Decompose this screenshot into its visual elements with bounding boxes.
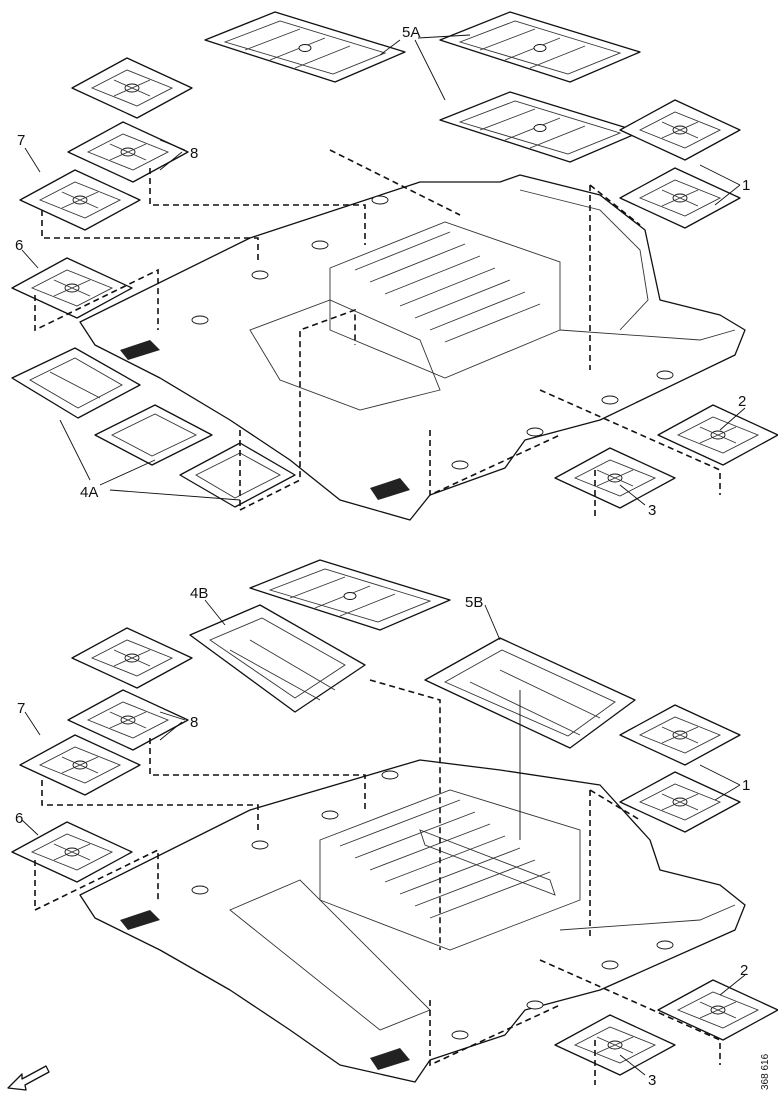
callout-2-bottom: 2 xyxy=(740,962,748,979)
insulation-panel-5a-right-upper xyxy=(439,11,641,83)
callout-1-bottom: 1 xyxy=(742,777,750,794)
callout-3-bottom: 3 xyxy=(648,1072,656,1089)
callout-3-top: 3 xyxy=(648,502,656,519)
insulation-panel-4b xyxy=(189,604,366,713)
callout-8-bottom: 8 xyxy=(190,714,198,731)
insulation-pad-2 xyxy=(657,404,778,466)
insulation-pad-8-upper-bottom xyxy=(71,627,193,689)
bottom-exploded-view: 4B 5B 7 8 1 6 2 3 xyxy=(11,559,778,1089)
callout-4a-top: 4A xyxy=(80,484,98,501)
insulation-pad-8-lower xyxy=(67,121,189,183)
insulation-panel-5b-right xyxy=(424,637,636,749)
insulation-pad-3-bottom xyxy=(554,1014,676,1076)
insulation-panels-4a xyxy=(11,347,296,508)
reference-code: 368 616 xyxy=(760,1053,771,1090)
callout-7-top: 7 xyxy=(17,132,25,149)
top-exploded-view: 5A 8 7 1 6 2 4A 3 xyxy=(11,11,778,521)
insulation-pad-1-lower-bottom xyxy=(619,771,741,833)
insulation-panel-5a-right-lower xyxy=(439,91,641,163)
insulation-pad-1-lower xyxy=(619,167,741,229)
insulation-pad-1-upper-bottom xyxy=(619,704,741,766)
callout-8-top: 8 xyxy=(190,145,198,162)
callout-7-bottom: 7 xyxy=(17,700,25,717)
insulation-pad-6-bottom xyxy=(11,821,133,883)
callout-5b-bottom: 5B xyxy=(465,594,483,611)
insulation-pad-7 xyxy=(19,169,141,231)
callout-5a-top: 5A xyxy=(402,24,420,41)
insulation-panel-5a-left xyxy=(204,11,406,83)
front-arrow-icon xyxy=(7,1065,50,1091)
insulation-pad-3 xyxy=(554,447,676,509)
insulation-pad-8-upper xyxy=(71,57,193,119)
leader-lines-top xyxy=(21,34,746,506)
callout-6-top: 6 xyxy=(15,237,23,254)
insulation-pad-2-bottom xyxy=(657,979,778,1041)
alignment-lines-bottom xyxy=(34,679,721,1085)
callout-2-top: 2 xyxy=(738,393,746,410)
insulation-pad-1-upper xyxy=(619,99,741,161)
callout-4b-bottom: 4B xyxy=(190,585,208,602)
callout-1-top: 1 xyxy=(742,177,750,194)
alignment-lines-top xyxy=(34,149,721,520)
floor-pan-bottom xyxy=(79,759,746,1083)
callout-6-bottom: 6 xyxy=(15,810,23,827)
floor-pan-top xyxy=(79,174,746,521)
leader-lines-bottom xyxy=(21,599,746,1076)
